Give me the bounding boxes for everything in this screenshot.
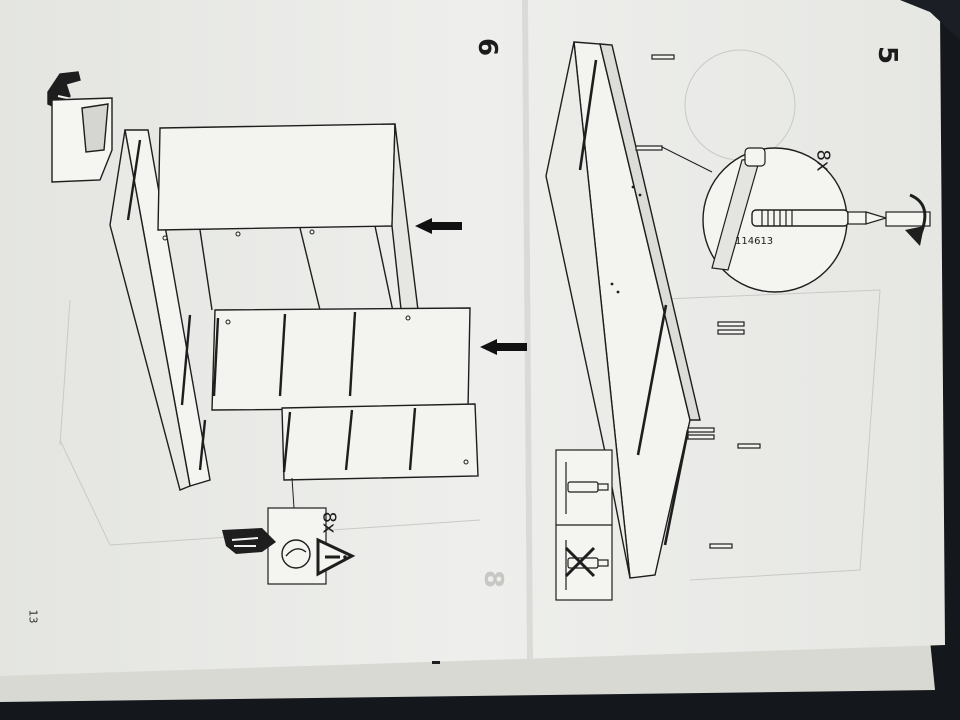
- warning-triangle-icon: [316, 537, 356, 577]
- zoom-detail: [661, 146, 889, 293]
- step-6-quantity: 8x: [318, 511, 340, 534]
- page-fold: [522, 0, 533, 661]
- do-dont-panel: [555, 449, 613, 601]
- do-not-icon: [564, 540, 609, 590]
- corner-shadow: [900, 0, 960, 40]
- insert-arrow-icon: [415, 218, 527, 355]
- dowel-icon: [565, 462, 609, 514]
- under-page-edge: [0, 640, 935, 702]
- callout-box: [267, 507, 327, 585]
- step-5-number: 5: [872, 45, 903, 65]
- part-number: 114613: [735, 236, 774, 247]
- show-through: [59, 49, 881, 581]
- rotate-arrow-icon: [885, 193, 931, 246]
- callout-line: [291, 477, 295, 509]
- dowel-icon: [751, 209, 889, 227]
- step-6-number: 6: [472, 37, 503, 57]
- stray-mark: [432, 661, 440, 664]
- dowel-icon: [281, 539, 311, 569]
- page-number: 13: [26, 609, 40, 624]
- step-5-drawing: [545, 41, 761, 579]
- step-6-drawing: [47, 71, 479, 491]
- pointing-hand-icon: [222, 528, 276, 554]
- faded-step-number: 8: [478, 569, 509, 589]
- step-5-quantity: 8x: [812, 149, 834, 172]
